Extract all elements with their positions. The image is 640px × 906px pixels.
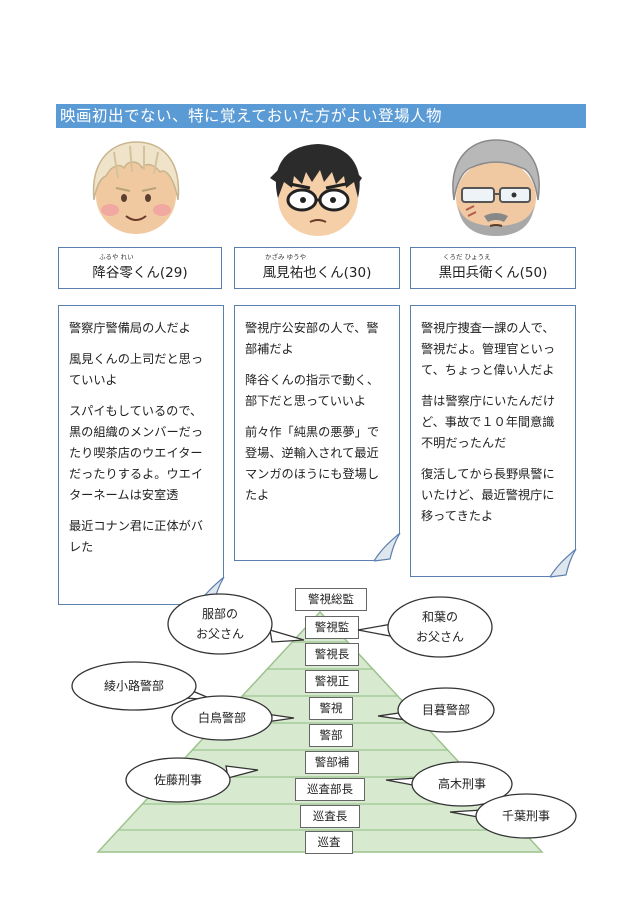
note-card-kazami: 警視庁公安部の人で、警部補だよ 降谷くんの指示で動く、部下だと思っていいよ 前々… [234,305,400,561]
note-text: 警視庁公安部の人で、警部補だよ [245,321,379,356]
bubble-line: お父さん [415,630,464,644]
rank-box-keishisei: 警視正 [305,670,359,693]
ruby-kuroda: くろだ ひょうえ [443,253,491,261]
bubble-line: 服部の [201,607,238,621]
note-text: 警察庁警備局の人だよ [69,321,191,335]
rank-box-keishikan: 警視監 [305,616,359,639]
rank-box-junsa-bucho: 巡査部長 [295,778,365,801]
note-text: 降谷くんの指示で動く、部下だと思っていいよ [245,373,380,408]
bubble-line: お父さん [195,627,244,641]
note-text: 昔は警察庁にいたんだけど、事故で１０年間意識不明だったんだ [421,394,556,450]
page-curl-icon [550,549,577,578]
rank-box-keibu: 警部 [309,724,353,747]
rank-box-junsacho: 巡査長 [300,805,360,828]
kazami-face-icon [270,144,362,236]
bubble-line: 和葉の [421,610,458,624]
note-text: 風見くんの上司だと思っていいよ [69,352,204,387]
bubble-megure: 目暮警部 [421,703,470,717]
note-card-furuya: 警察庁警備局の人だよ 風見くんの上司だと思っていいよ スパイもしているので、黒の… [58,305,224,605]
note-text: 前々作「純黒の悪夢」で登場、逆輸入されて最近マンガのほうにも登場したよ [245,425,380,502]
bubble-kazuha-father: 和葉の お父さん [398,607,482,647]
name-box-furuya: ふるや れい 降谷零くん(29) [58,247,222,289]
note-text: スパイもしているので、黒の組織のメンバーだったり喫茶店のウエイターだったりするよ… [69,404,204,502]
rank-box-keibuho: 警部補 [305,751,359,774]
section-title: 映画初出でない、特に覚えておいた方がよい登場人物 [56,104,586,128]
name-furuya: 降谷零くん(29) [92,265,188,281]
rank-box-junsa: 巡査 [305,831,353,854]
bubble-chiba: 千葉刑事 [501,809,550,823]
bubble-hattori-father: 服部の お父さん [178,604,262,644]
name-kazami: 風見祐也くん(30) [262,265,372,281]
note-text: 復活してから長野県警にいたけど、最近警視庁に移ってきたよ [421,467,555,523]
bubble-shiratori: 白鳥警部 [197,711,246,725]
name-box-kuroda: くろだ ひょうえ 黒田兵衛くん(50) [410,247,576,289]
name-box-kazami: かざみ ゆうや 風見祐也くん(30) [234,247,400,289]
page-curl-icon [374,533,401,562]
ruby-furuya: ふるや れい [99,253,134,261]
rank-box-keishi-sokan: 警視総監 [295,588,367,611]
rank-box-keishicho: 警視長 [305,643,359,666]
bubble-ayanokoji: 綾小路警部 [103,679,164,693]
ruby-kazami: かざみ ゆうや [265,253,307,261]
bubble-takagi: 高木刑事 [437,777,486,791]
note-text: 警視庁捜査一課の人で、警視だよ。管理官といって、ちょっと偉い人だよ [421,321,556,377]
note-card-kuroda: 警視庁捜査一課の人で、警視だよ。管理官といって、ちょっと偉い人だよ 昔は警察庁に… [410,305,576,577]
furuya-face-icon [92,141,180,234]
name-kuroda: 黒田兵衛くん(50) [438,265,548,281]
bubble-sato: 佐藤刑事 [153,773,202,787]
kuroda-face-icon [452,139,540,236]
page-curl-icon [198,577,225,606]
rank-box-keishi: 警視 [309,697,353,720]
note-text: 最近コナン君に正体がバレた [69,519,204,554]
